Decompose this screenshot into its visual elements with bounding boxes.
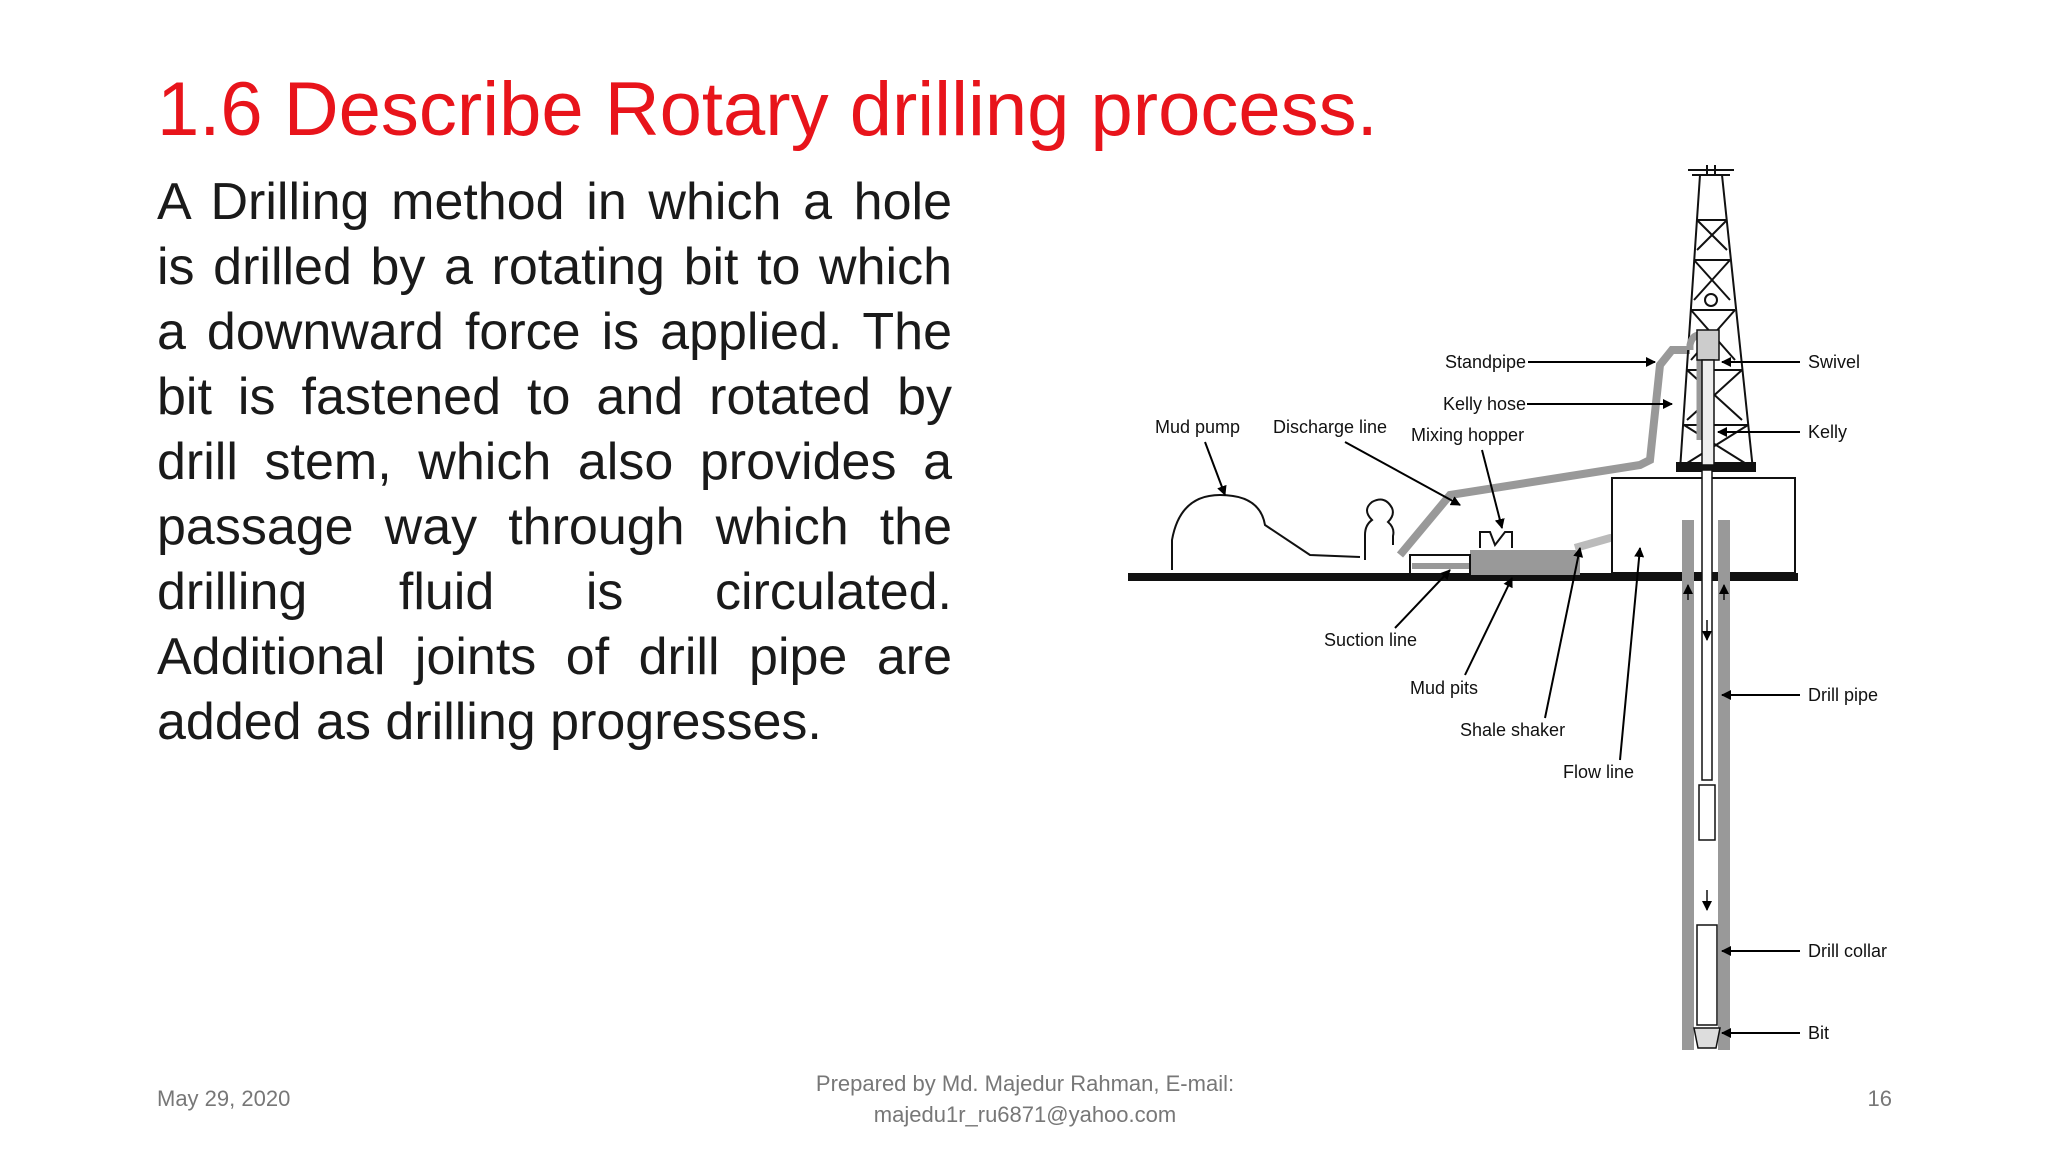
footer-date: May 29, 2020	[157, 1086, 291, 1111]
footer-credit-line1: Prepared by Md. Majedur Rahman, E-mail:	[815, 1071, 1235, 1096]
arrow-flow-line	[1619, 547, 1645, 761]
pump-fitting	[1364, 498, 1395, 560]
arrow-mixing-hopper	[1481, 449, 1505, 529]
label-suction-line: Suction line	[1324, 630, 1417, 650]
label-standpipe: Standpipe	[1445, 352, 1526, 372]
rig-floor	[1676, 462, 1756, 472]
label-drill-pipe: Drill pipe	[1808, 685, 1878, 705]
label-mixing-hopper: Mixing hopper	[1411, 425, 1524, 445]
slide-body-text: A Drilling method in which a hole is dri…	[157, 173, 952, 751]
swivel-shape	[1696, 329, 1720, 361]
label-discharge-line: Discharge line	[1273, 417, 1387, 437]
arrow-mud-pits	[1464, 577, 1513, 676]
footer-credit: Prepared by Md. Majedur Rahman, E-mail: …	[760, 1068, 1290, 1130]
slide-title: 1.6 Describe Rotary drilling process.	[157, 67, 1378, 152]
label-mud-pump: Mud pump	[1155, 417, 1240, 437]
label-bit: Bit	[1808, 1023, 1829, 1043]
page-number: 16	[1867, 1086, 1892, 1111]
tool-joint-shape	[1698, 784, 1716, 841]
flow-arrows	[1683, 584, 1729, 911]
wellbore-annulus-left	[1682, 520, 1694, 1050]
ground-line	[1128, 573, 1798, 581]
rotary-drilling-diagram: Standpipe Swivel Kelly hose Kelly Mud pu…	[1128, 165, 1887, 1050]
kelly-shape	[1701, 359, 1715, 466]
arrow-discharge-line	[1344, 441, 1461, 506]
mixing-hopper-shape	[1479, 531, 1513, 548]
label-swivel: Swivel	[1808, 352, 1860, 372]
derrick	[1679, 165, 1754, 471]
label-shale-shaker: Shale shaker	[1460, 720, 1565, 740]
label-drill-collar: Drill collar	[1808, 941, 1887, 961]
arrow-suction-line	[1394, 569, 1451, 629]
arrow-shale-shaker	[1544, 547, 1584, 719]
arrow-mud-pump	[1204, 441, 1227, 496]
footer-credit-line2: majedu1r_ru6871@yahoo.com	[873, 1102, 1177, 1127]
mud-pump-shape	[1171, 493, 1361, 570]
drill-bit-shape	[1693, 1027, 1721, 1049]
label-kelly: Kelly	[1808, 422, 1847, 442]
tank-left-edge	[1409, 554, 1471, 576]
wellbore-annulus-right	[1718, 520, 1730, 1050]
label-kelly-hose: Kelly hose	[1443, 394, 1526, 414]
label-mud-pits: Mud pits	[1410, 678, 1478, 698]
discharge-line-pipe	[1396, 346, 1690, 558]
label-flow-line: Flow line	[1563, 762, 1634, 782]
mud-pits-tank	[1470, 550, 1580, 575]
drill-collar-shape	[1696, 924, 1718, 1026]
